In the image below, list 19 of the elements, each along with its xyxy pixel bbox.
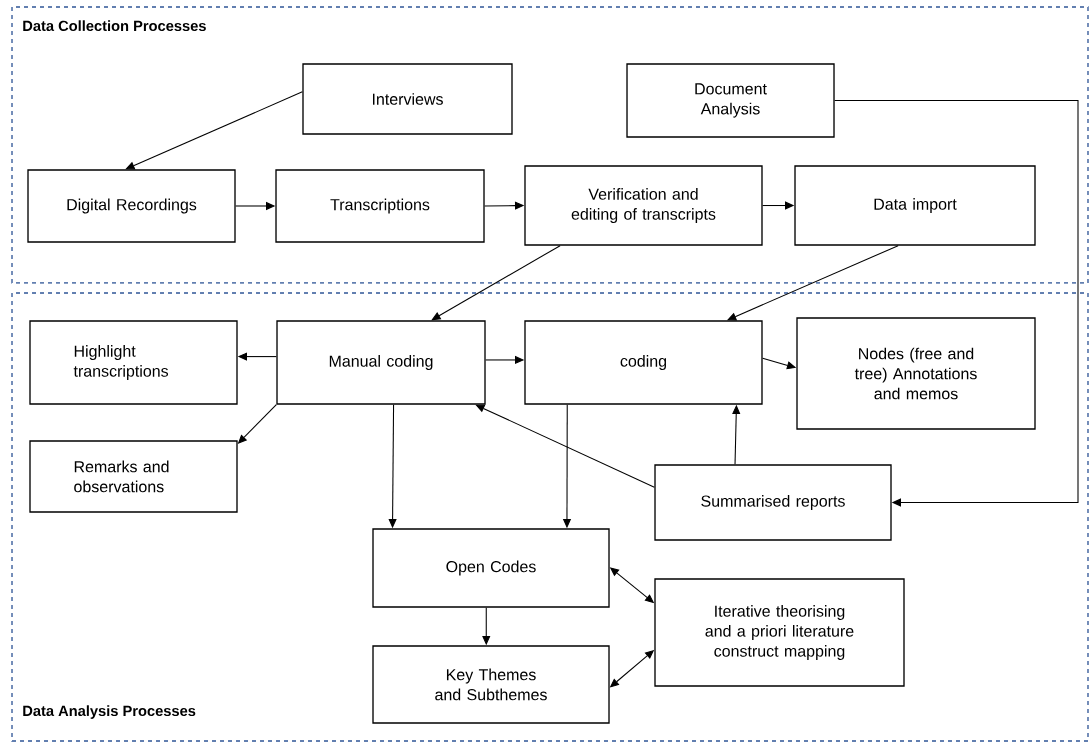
process-box: Highlight transcriptions	[29, 320, 238, 405]
process-box: Key Themes and Subthemes	[372, 645, 610, 724]
arrow	[475, 404, 655, 488]
process-box: Manual coding	[276, 320, 486, 405]
arrow	[125, 91, 303, 170]
process-box: Remarks and observations	[29, 440, 238, 513]
process-box: Transcriptions	[275, 169, 485, 243]
process-box: Data import	[794, 165, 1036, 246]
process-box: Digital Recordings	[27, 169, 236, 243]
process-box: Nodes (free and tree) Annotations and memos	[796, 317, 1036, 430]
process-box: Summarised reports	[654, 464, 892, 541]
process-box: Iterative theorising and a priori literature construct mapping	[654, 578, 905, 687]
arrow	[431, 245, 561, 321]
arrow	[834, 99, 1079, 507]
process-box: Document Analysis	[626, 63, 835, 138]
process-box: Interviews	[302, 63, 513, 135]
process-box: coding	[524, 320, 763, 405]
process-box: Open Codes	[372, 528, 610, 608]
process-box: Verification and editing of transcripts	[524, 165, 763, 246]
